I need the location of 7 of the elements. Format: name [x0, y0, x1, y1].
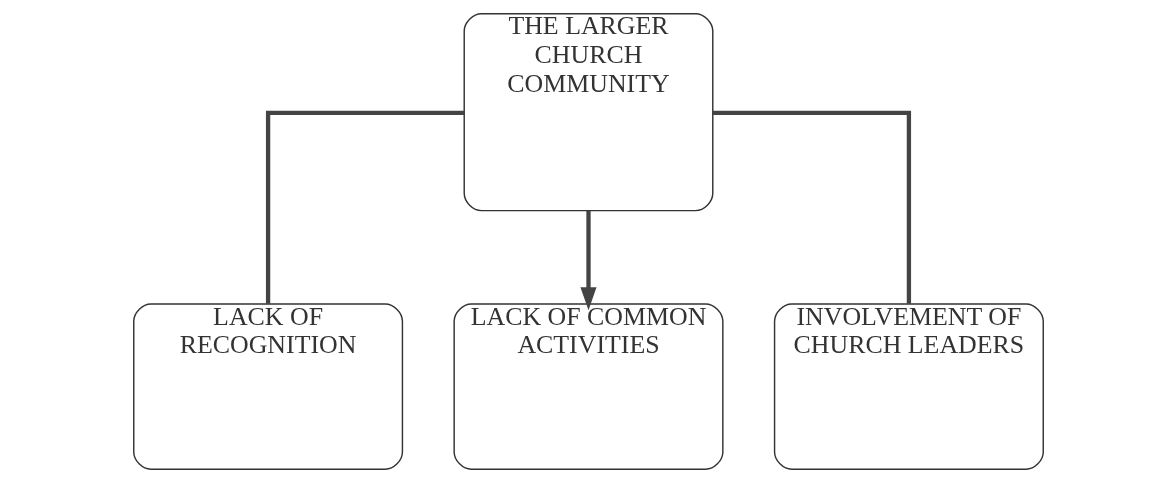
- node-box: INVOLVEMENT OF CHURCH LEADERS: [773, 303, 1044, 470]
- node-box: LACK OF RECOGNITION: [132, 303, 403, 470]
- connector: [712, 110, 911, 304]
- arrow: [579, 210, 597, 311]
- node-box: LACK OF COMMON ACTIVITIES: [452, 303, 724, 470]
- connector: [265, 110, 464, 304]
- node-box: THE LARGER CHURCH COMMUNITY: [463, 13, 713, 212]
